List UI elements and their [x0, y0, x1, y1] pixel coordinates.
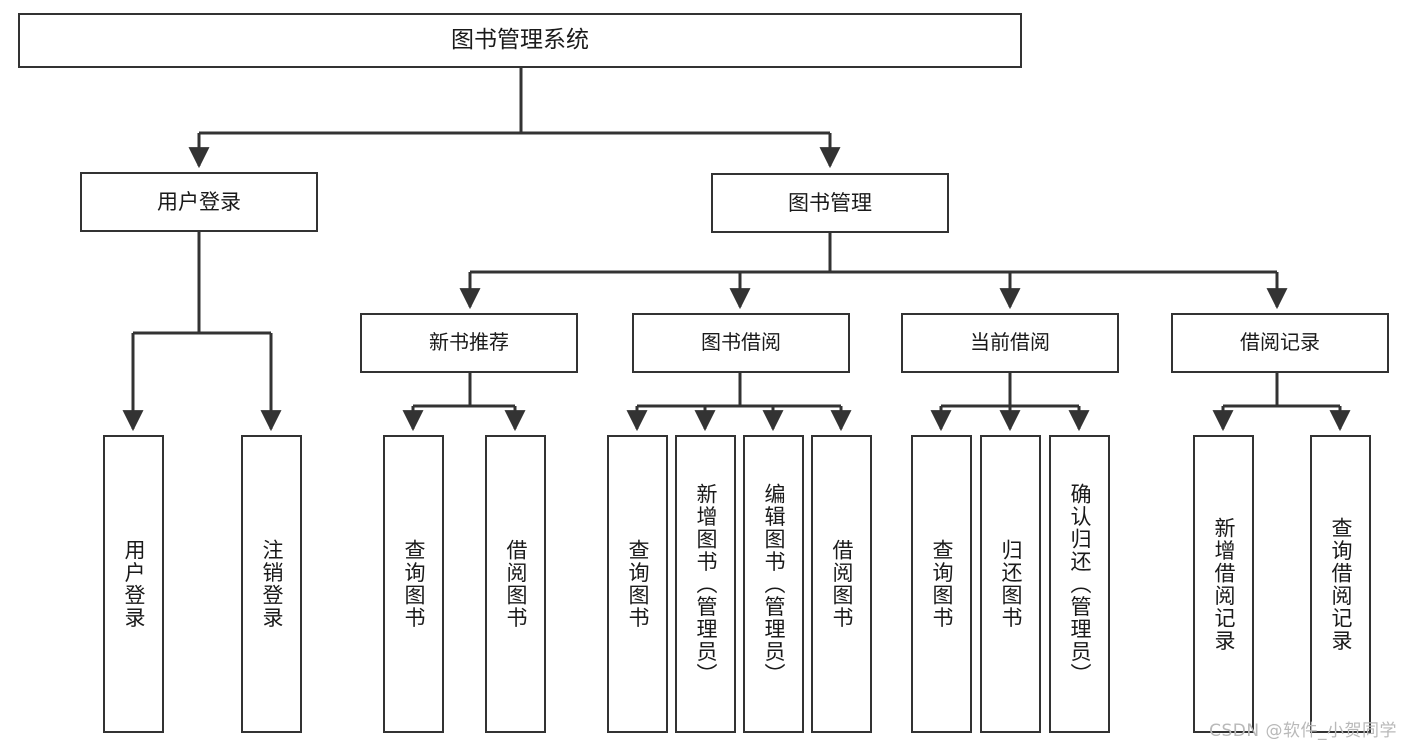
- leaf-label: 查询图书: [402, 539, 426, 629]
- node-root[interactable]: 图书管理系统: [18, 13, 1022, 68]
- leaf-borrow-record-query[interactable]: 查询借阅记录: [1310, 435, 1371, 733]
- leaf-label: 借阅图书: [830, 539, 854, 629]
- leaf-book-borrow-add[interactable]: 新增图书（管理员）: [675, 435, 736, 733]
- leaf-label: 新增图书（管理员）: [694, 482, 718, 686]
- leaf-label: 新增借阅记录: [1212, 516, 1236, 652]
- node-borrow-record-label: 借阅记录: [1240, 330, 1320, 355]
- leaf-user-login-logout[interactable]: 注销登录: [241, 435, 302, 733]
- node-current-borrow[interactable]: 当前借阅: [901, 313, 1119, 373]
- leaf-label: 查询图书: [930, 539, 954, 629]
- leaf-new-book-borrow[interactable]: 借阅图书: [485, 435, 546, 733]
- leaf-label: 确认归还（管理员）: [1068, 482, 1092, 686]
- leaf-label: 编辑图书（管理员）: [762, 482, 786, 686]
- leaf-book-borrow-query[interactable]: 查询图书: [607, 435, 668, 733]
- node-new-book-recommend[interactable]: 新书推荐: [360, 313, 578, 373]
- leaf-current-borrow-return[interactable]: 归还图书: [980, 435, 1041, 733]
- leaf-label: 查询图书: [626, 539, 650, 629]
- leaf-user-login-login[interactable]: 用户登录: [103, 435, 164, 733]
- leaf-borrow-record-add[interactable]: 新增借阅记录: [1193, 435, 1254, 733]
- csdn-watermark: CSDN @软件_小贺同学: [1209, 721, 1397, 741]
- node-book-borrow[interactable]: 图书借阅: [632, 313, 850, 373]
- node-book-manage-label: 图书管理: [788, 190, 872, 215]
- leaf-book-borrow-borrow[interactable]: 借阅图书: [811, 435, 872, 733]
- node-borrow-record[interactable]: 借阅记录: [1171, 313, 1389, 373]
- node-current-borrow-label: 当前借阅: [970, 330, 1050, 355]
- leaf-label: 归还图书: [999, 539, 1023, 629]
- leaf-label: 查询借阅记录: [1329, 516, 1353, 652]
- leaf-current-borrow-query[interactable]: 查询图书: [911, 435, 972, 733]
- leaf-label: 用户登录: [122, 539, 146, 629]
- node-new-book-recommend-label: 新书推荐: [429, 330, 509, 355]
- leaf-label: 注销登录: [260, 539, 284, 629]
- node-book-manage[interactable]: 图书管理: [711, 173, 949, 233]
- node-user-login[interactable]: 用户登录: [80, 172, 318, 232]
- leaf-book-borrow-edit[interactable]: 编辑图书（管理员）: [743, 435, 804, 733]
- node-user-login-label: 用户登录: [157, 189, 241, 214]
- leaf-current-borrow-confirm[interactable]: 确认归还（管理员）: [1049, 435, 1110, 733]
- node-root-label: 图书管理系统: [451, 26, 589, 53]
- node-book-borrow-label: 图书借阅: [701, 330, 781, 355]
- leaf-new-book-query[interactable]: 查询图书: [383, 435, 444, 733]
- leaf-label: 借阅图书: [504, 539, 528, 629]
